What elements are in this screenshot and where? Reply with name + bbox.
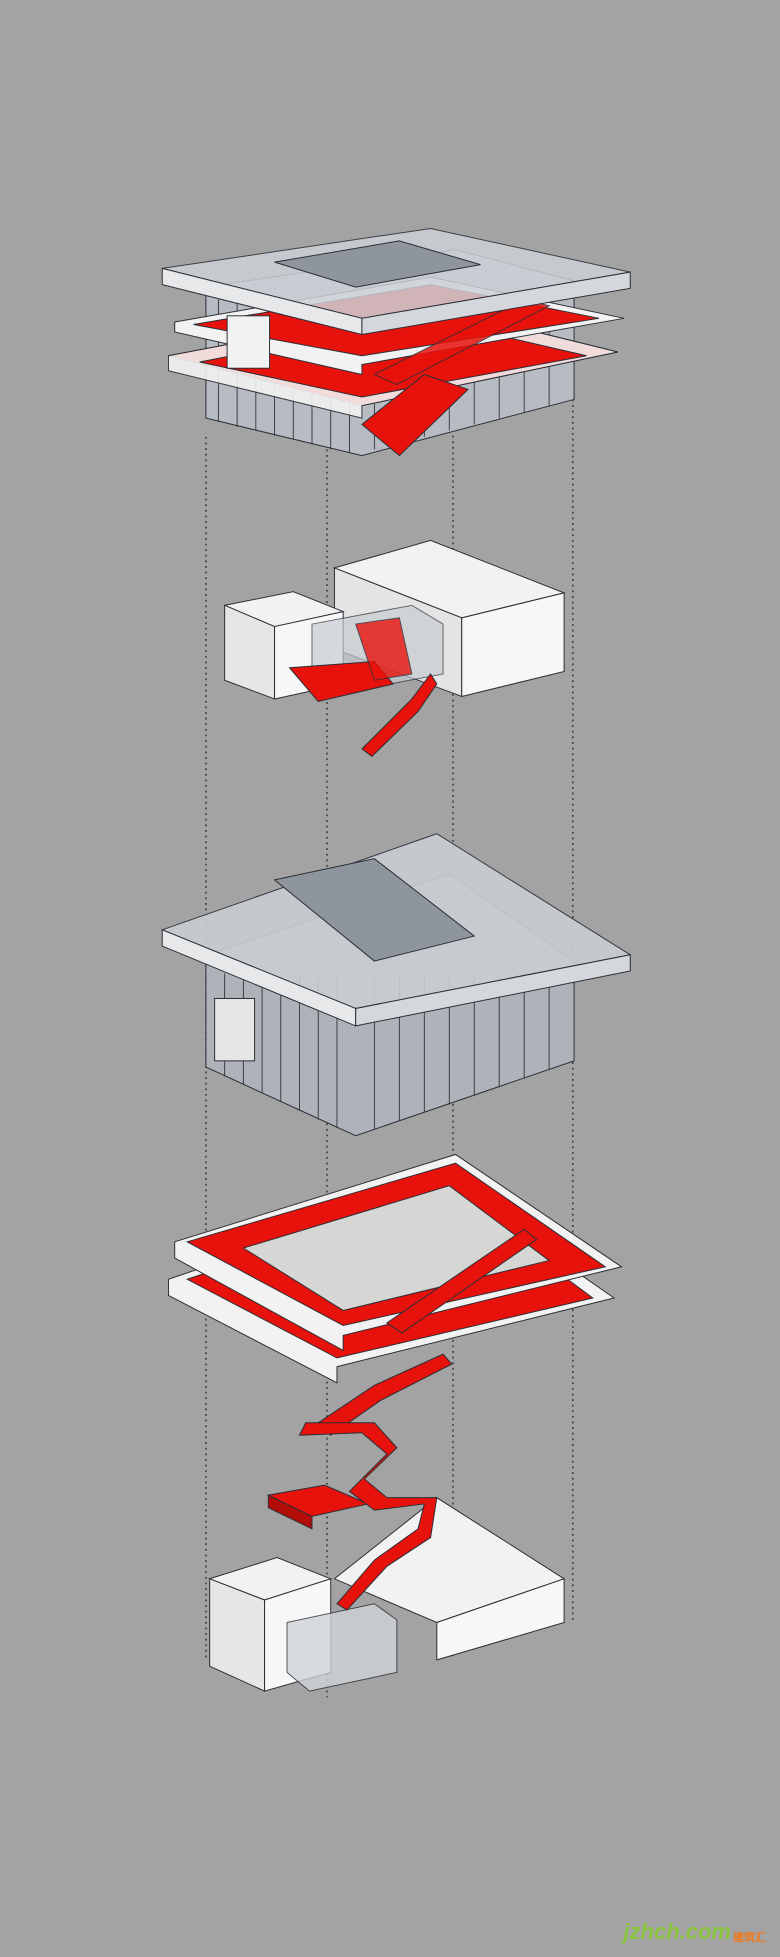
watermark-text: jzhch.com xyxy=(623,1919,731,1944)
layer-roof-upper-floors xyxy=(161,227,631,457)
red-ramp xyxy=(385,1228,538,1334)
red-spiral-stair xyxy=(298,1422,438,1611)
watermark-logo: jzhch.com 建筑汇 xyxy=(623,1919,766,1945)
layer-volume-blocks xyxy=(222,539,566,758)
layer-ground-blocks xyxy=(208,1422,566,1692)
red-landing xyxy=(288,660,395,702)
glass-box xyxy=(286,1603,398,1692)
roof-slab-side xyxy=(355,954,631,1027)
block-right-side xyxy=(436,1578,565,1661)
core-box xyxy=(214,997,256,1062)
skylight-grid xyxy=(273,858,476,962)
roof-slab-side xyxy=(361,271,631,336)
layer-glass-facade xyxy=(160,833,632,1137)
red-landing-edge xyxy=(267,1494,313,1530)
block-right-side xyxy=(461,592,565,698)
void-opening xyxy=(242,1185,551,1312)
core-box xyxy=(226,315,271,369)
red-ramp xyxy=(373,299,551,386)
watermark-subtext: 建筑汇 xyxy=(733,1932,766,1944)
red-stair-upper xyxy=(355,617,413,681)
red-stair xyxy=(317,1353,453,1436)
layer-red-floor-slabs xyxy=(167,1153,623,1436)
skylight-grid xyxy=(274,240,481,288)
red-stair xyxy=(361,673,438,758)
red-stair xyxy=(361,373,469,457)
